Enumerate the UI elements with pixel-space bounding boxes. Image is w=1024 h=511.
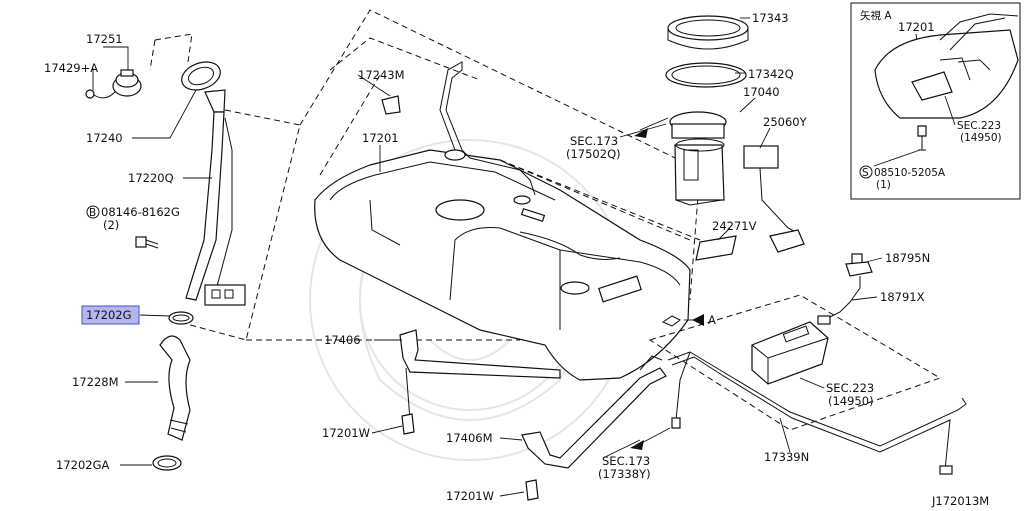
label-sec173-top-ref: (17502Q)	[566, 147, 621, 161]
cap-tether[interactable]	[85, 89, 116, 99]
label-sec173-top[interactable]: SEC.173	[570, 134, 618, 148]
inset-screw-qty: (1)	[876, 179, 891, 191]
bolt-b-symbol	[86, 205, 100, 219]
label-17040[interactable]: 17040	[743, 85, 780, 99]
harness-24271v[interactable]	[695, 235, 737, 261]
fuel-pump-module[interactable]	[669, 111, 727, 206]
pressure-sensor-18795n[interactable]	[845, 253, 873, 277]
highlight-17202g	[81, 305, 140, 325]
evap-pipe-17339n[interactable]	[667, 351, 967, 475]
fuel-tank-group	[246, 9, 701, 501]
fuel-tank[interactable]	[314, 149, 691, 381]
part-labels: 17251 17429+A 17240 17220Q B 08146-8162G…	[44, 11, 989, 508]
label-17240[interactable]: 17240	[86, 131, 123, 145]
inset-tank-corner[interactable]	[874, 13, 1019, 119]
label-08146-prefix: B	[89, 207, 96, 219]
label-08146[interactable]: 08146-8162G	[101, 205, 180, 219]
lock-ring-17343[interactable]	[667, 15, 749, 50]
arrow-markers	[630, 117, 704, 450]
filler-hose[interactable]	[159, 335, 191, 441]
filler-assembly-group	[85, 33, 301, 471]
label-18791x[interactable]: 18791X	[880, 290, 925, 304]
label-17429a[interactable]: 17429+A	[44, 61, 98, 75]
sensor-hose-18791x[interactable]	[817, 276, 861, 325]
fuel-level-sender[interactable]	[743, 145, 805, 253]
label-25060y[interactable]: 25060Y	[763, 115, 808, 129]
label-17228m[interactable]: 17228M	[72, 375, 119, 389]
label-sec223[interactable]: SEC.223	[826, 381, 874, 395]
label-17342q[interactable]: 17342Q	[748, 67, 794, 81]
label-sec223-ref: (14950)	[828, 394, 874, 408]
label-17202g[interactable]: 17202G	[86, 308, 132, 322]
label-17220q[interactable]: 17220Q	[128, 171, 174, 185]
diagram-id: J172013M	[931, 494, 989, 508]
label-08146-qty: (2)	[103, 218, 119, 232]
canister-group	[648, 253, 967, 475]
inset-screw-prefix: S	[862, 167, 869, 179]
label-17406m[interactable]: 17406M	[446, 431, 493, 445]
inset-part-17201: 17201	[898, 20, 935, 34]
arrow-view-a	[692, 314, 704, 326]
label-view-a: A	[708, 313, 716, 327]
inset-sec-label: SEC.223	[957, 120, 1001, 132]
label-17243m[interactable]: 17243M	[358, 68, 405, 82]
evap-canister[interactable]	[751, 321, 829, 385]
label-17343[interactable]: 17343	[752, 11, 789, 25]
label-17201[interactable]: 17201	[362, 131, 399, 145]
label-17339n[interactable]: 17339N	[764, 450, 809, 464]
inset-view-label: 矢視 A	[860, 9, 892, 22]
label-sec173-bottom-ref: (17338Y)	[598, 467, 651, 481]
hose-clamp-17202ga[interactable]	[152, 455, 182, 471]
filler-neck-ring[interactable]	[178, 57, 224, 95]
arrow-sec173-top	[634, 128, 648, 138]
hose-clamp-17202g[interactable]	[168, 311, 194, 325]
inset-sec-ref: (14950)	[960, 132, 1002, 144]
pump-assembly-group	[499, 15, 805, 261]
leader-lines	[92, 17, 883, 497]
filler-tube[interactable]	[185, 89, 246, 306]
inset-view-a: 矢視 A 17201 SEC.223 (14950) S 08510-5205A…	[850, 2, 1021, 200]
label-sec173-bottom[interactable]: SEC.173	[602, 454, 650, 468]
tank-strap-front[interactable]	[399, 329, 561, 435]
label-17201w-b[interactable]: 17201W	[446, 489, 494, 503]
label-17406[interactable]: 17406	[324, 333, 361, 347]
screw-s-symbol	[859, 165, 873, 179]
label-17201w-a[interactable]: 17201W	[322, 426, 370, 440]
vent-tube[interactable]	[381, 61, 536, 196]
label-24271v[interactable]: 24271V	[712, 219, 757, 233]
fuel-cap[interactable]	[112, 69, 142, 97]
label-17202ga[interactable]: 17202GA	[56, 458, 109, 472]
bolt-08146[interactable]	[135, 236, 159, 249]
inset-screw[interactable]	[917, 125, 927, 151]
inset-screw-code: 08510-5205A	[874, 167, 946, 179]
label-17251[interactable]: 17251	[86, 32, 123, 46]
label-18795n[interactable]: 18795N	[885, 251, 930, 265]
gasket-17342q[interactable]	[665, 62, 747, 88]
tank-strap-rear[interactable]	[521, 355, 667, 501]
